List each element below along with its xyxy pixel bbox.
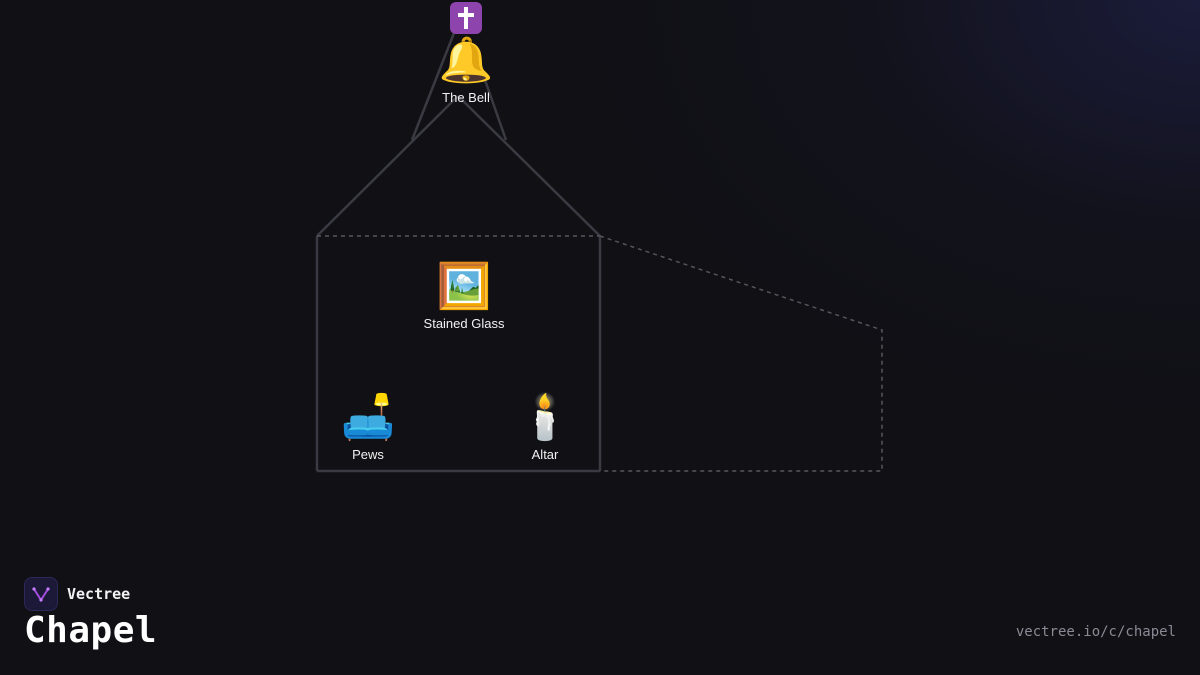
node-label: Pews xyxy=(352,447,384,462)
node-altar[interactable]: 🕯️ Altar xyxy=(517,392,573,463)
node-label: The Bell xyxy=(442,90,490,105)
share-url[interactable]: vectree.io/c/chapel xyxy=(1015,624,1176,640)
brand-name: Vectree xyxy=(67,585,131,603)
vectree-logo-icon xyxy=(24,577,58,611)
node-label: Altar xyxy=(531,447,559,462)
framed-picture-icon: 🖼️ xyxy=(436,261,492,312)
roof-right-line xyxy=(457,95,601,237)
node-label: Stained Glass xyxy=(423,316,505,331)
node-the-bell[interactable]: 🔔 The Bell xyxy=(438,35,494,106)
bell-icon: 🔔 xyxy=(438,35,494,86)
candle-icon: 🕯️ xyxy=(517,392,573,443)
annex-dashed-outline xyxy=(599,235,883,472)
brand: Vectree xyxy=(24,577,130,611)
latin-cross-icon xyxy=(450,2,482,34)
node-stained-glass[interactable]: 🖼️ Stained Glass xyxy=(423,261,505,332)
roof-left-line xyxy=(316,95,459,237)
node-pews[interactable]: 🛋️ Pews xyxy=(340,392,396,463)
spire-left-line xyxy=(410,27,458,141)
spire-right-line xyxy=(476,59,508,141)
page-title: Chapel xyxy=(24,610,158,651)
couch-and-lamp-icon: 🛋️ xyxy=(340,392,396,443)
